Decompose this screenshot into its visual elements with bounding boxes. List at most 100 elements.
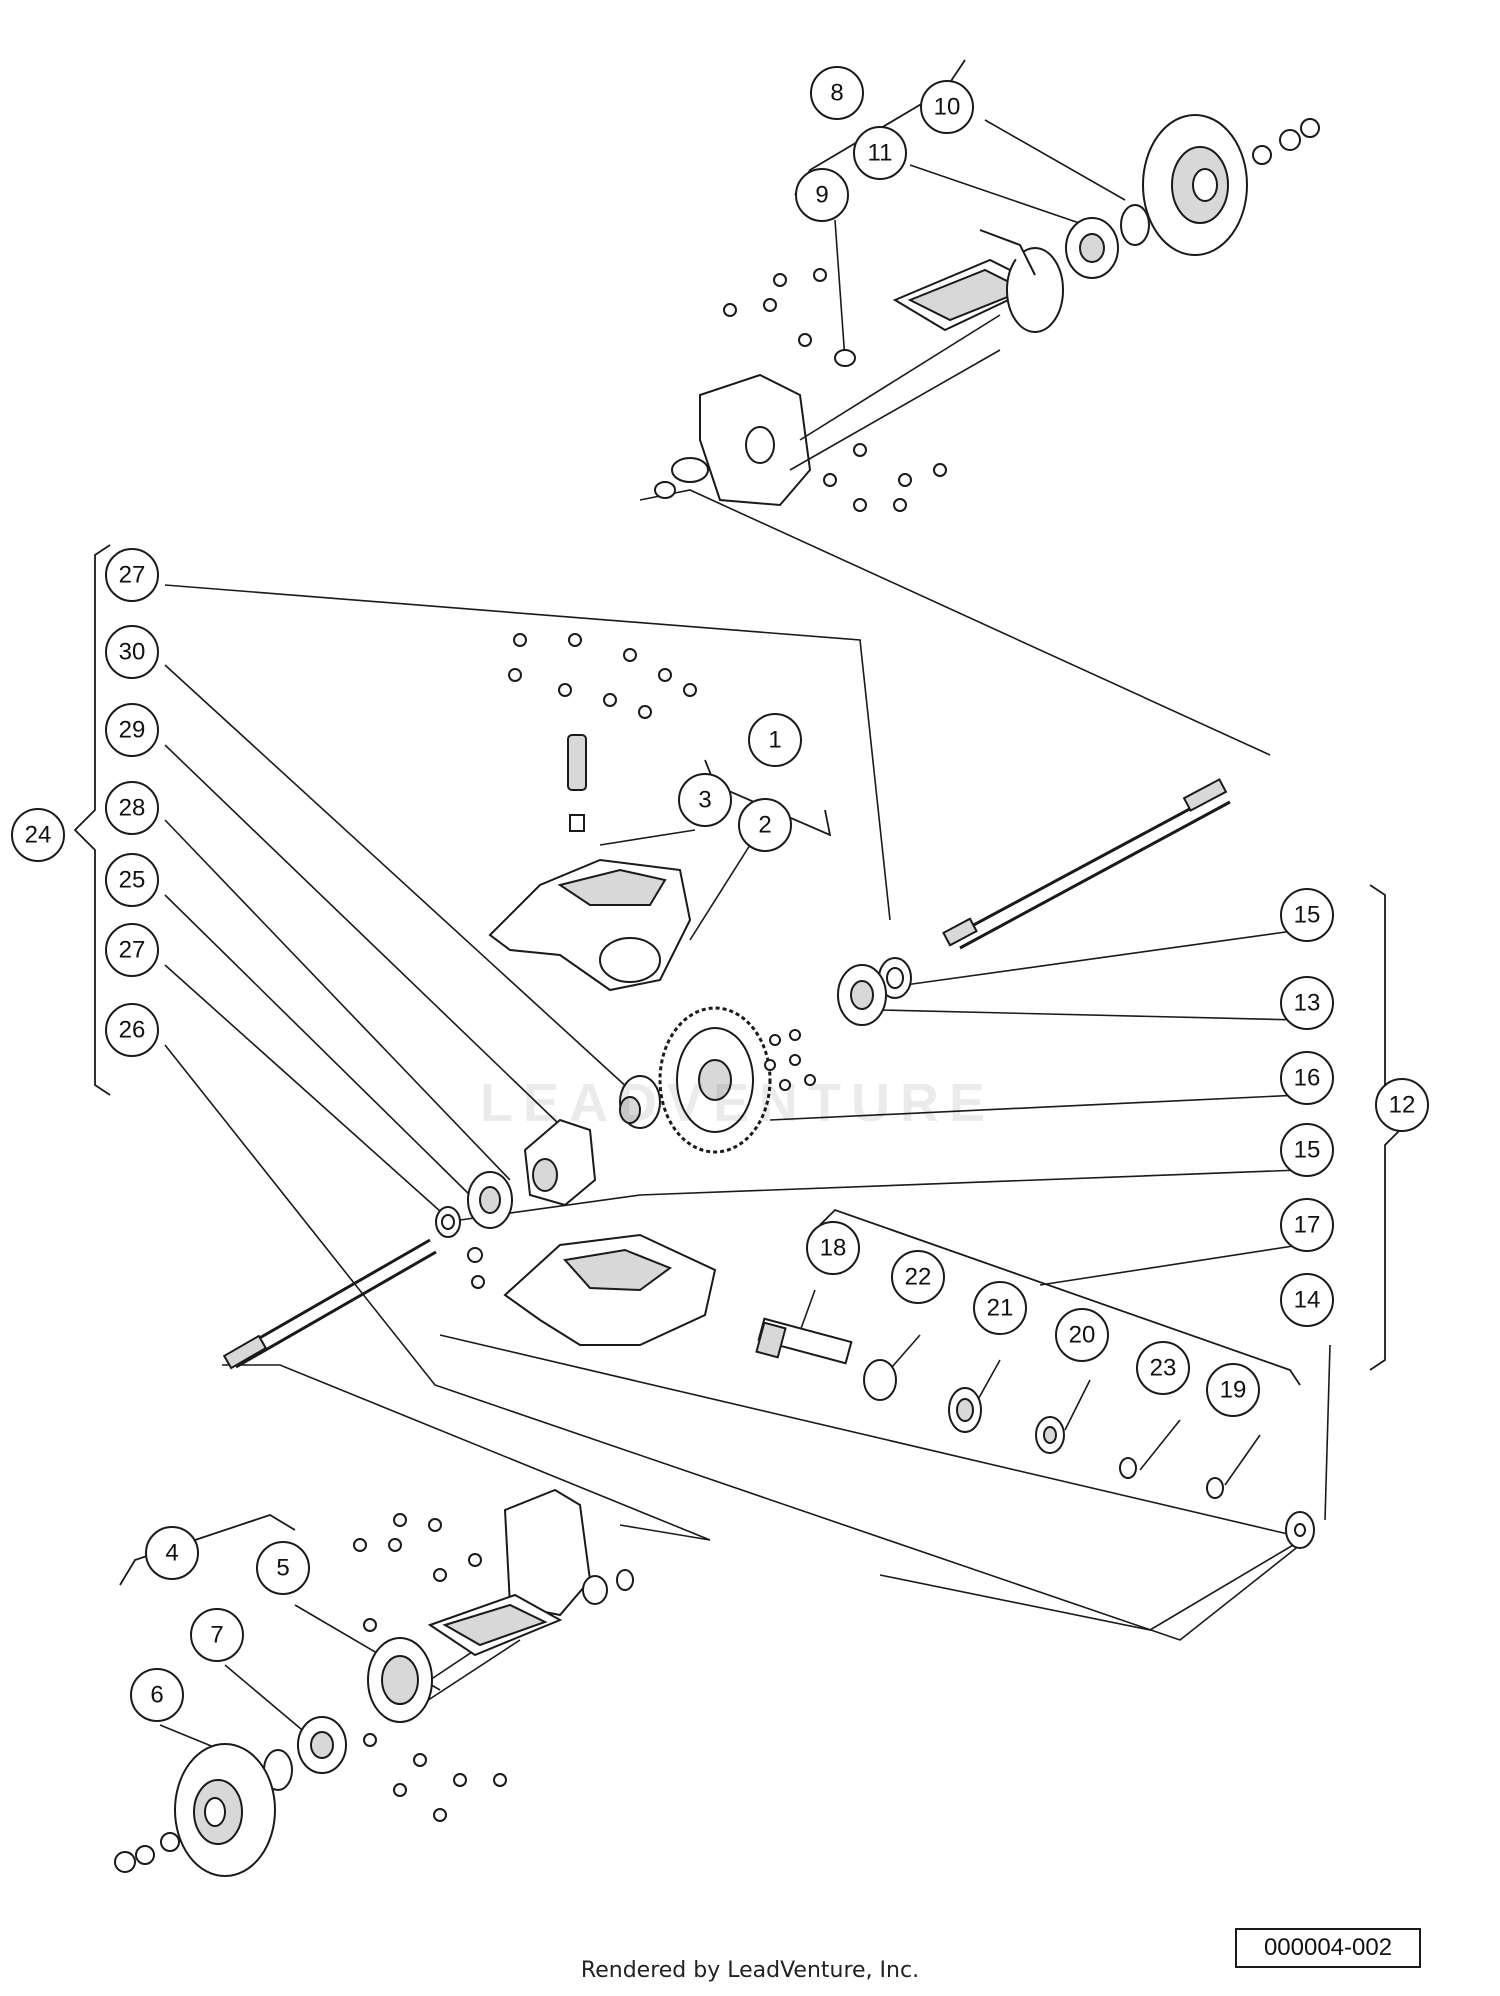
lower-case-half [467,1233,717,1346]
differential-30 [619,1075,661,1129]
svg-text:21: 21 [987,1295,1014,1322]
callout-7: 7 [190,1608,244,1662]
svg-text:22: 22 [905,1264,932,1291]
callout-15-lower: 15 [1280,1123,1334,1177]
seal-27-lower [435,1206,461,1238]
callout-30: 30 [105,625,159,679]
seal-20 [1035,1416,1065,1454]
callout-17: 17 [1280,1198,1334,1252]
callout-20: 20 [1055,1308,1109,1362]
lower-bearing [297,1716,347,1774]
svg-text:17: 17 [1294,1212,1321,1239]
svg-text:9: 9 [815,182,828,209]
svg-text:1: 1 [768,727,781,754]
parts [114,114,1320,1877]
svg-text:25: 25 [119,867,146,894]
svg-text:15: 15 [1294,1137,1321,1164]
svg-text:15: 15 [1294,902,1321,929]
upper-axle-housing [654,229,1064,507]
callout-5: 5 [256,1541,310,1595]
callout-8: 8 [810,66,864,120]
svg-text:2: 2 [758,812,771,839]
callout-11: 11 [853,126,907,180]
callout-19: 19 [1206,1363,1260,1417]
svg-text:4: 4 [165,1540,178,1567]
svg-text:29: 29 [119,717,146,744]
lower-hub-drum [114,1743,276,1877]
callout-3: 3 [678,773,732,827]
callout-14: 14 [1280,1273,1334,1327]
svg-text:20: 20 [1069,1322,1096,1349]
document-number-box: 000004-002 [1235,1928,1421,1968]
callout-21: 21 [973,1281,1027,1335]
top-bolts [508,633,697,719]
svg-text:18: 18 [820,1235,847,1262]
svg-text:6: 6 [150,1682,163,1709]
snap-ring-23 [1119,1457,1137,1479]
svg-text:12: 12 [1389,1092,1416,1119]
svg-text:24: 24 [25,822,52,849]
callout-15-upper: 15 [1280,888,1334,942]
pinion-shaft-18 [755,1317,853,1365]
callout-9: 9 [795,168,849,222]
callout-1: 1 [748,713,802,767]
svg-text:30: 30 [119,639,146,666]
svg-text:10: 10 [934,94,961,121]
svg-text:13: 13 [1294,990,1321,1017]
upper-hub-drum [1142,114,1320,256]
callout-2: 2 [738,798,792,852]
callout-26: 26 [105,1003,159,1057]
svg-text:11: 11 [868,140,893,167]
svg-text:16: 16 [1294,1065,1321,1092]
lower-bolts [353,1513,507,1822]
callout-24: 24 [11,808,65,862]
callout-6: 6 [130,1668,184,1722]
upper-snap-ring [1120,204,1150,246]
leader-lines [159,119,1331,1771]
svg-text:14: 14 [1294,1287,1321,1314]
bearing-28 [467,1171,513,1229]
upper-bolts [723,268,947,512]
callouts: 1 2 3 4 5 6 7 8 9 10 11 12 13 14 15 15 1… [11,66,1429,1722]
o-ring-22 [863,1359,897,1401]
svg-text:19: 19 [1220,1377,1247,1404]
svg-text:26: 26 [119,1017,146,1044]
snap-ring-19 [1206,1477,1224,1499]
lower-axle-housing [367,1488,634,1723]
breather-spring [567,734,587,832]
right-axle-shaft [942,778,1231,950]
svg-text:27: 27 [119,937,146,964]
callout-27-upper: 27 [105,548,159,602]
bearing-21 [948,1387,982,1433]
svg-text:3: 3 [698,787,711,814]
callout-18: 18 [806,1221,860,1275]
left-axle-shaft [222,1238,437,1370]
svg-text:5: 5 [276,1555,289,1582]
callout-4: 4 [145,1526,199,1580]
callout-25: 25 [105,853,159,907]
render-credit: Rendered by LeadVenture, Inc. [580,1958,920,1983]
callout-22: 22 [891,1250,945,1304]
callout-28: 28 [105,781,159,835]
callout-27-lower: 27 [105,923,159,977]
washer-14 [1285,1511,1315,1549]
gear-bolts [764,1029,816,1091]
svg-text:28: 28 [119,795,146,822]
group-brackets [73,59,1407,1586]
svg-text:23: 23 [1150,1355,1177,1382]
svg-text:27: 27 [119,562,146,589]
svg-text:7: 7 [210,1622,223,1649]
upper-case-half [488,858,692,992]
watermark-logo: LEADVENTURE [480,1073,996,1133]
callout-12: 12 [1375,1078,1429,1132]
callout-13: 13 [1280,976,1334,1030]
differential-case-29 [523,1118,597,1207]
ring-gear-16 [658,1006,772,1154]
upper-bearing [1065,217,1119,279]
callout-23: 23 [1136,1341,1190,1395]
callout-10: 10 [920,80,974,134]
bearing-13 [837,964,887,1026]
callout-16: 16 [1280,1051,1334,1105]
callout-29: 29 [105,703,159,757]
